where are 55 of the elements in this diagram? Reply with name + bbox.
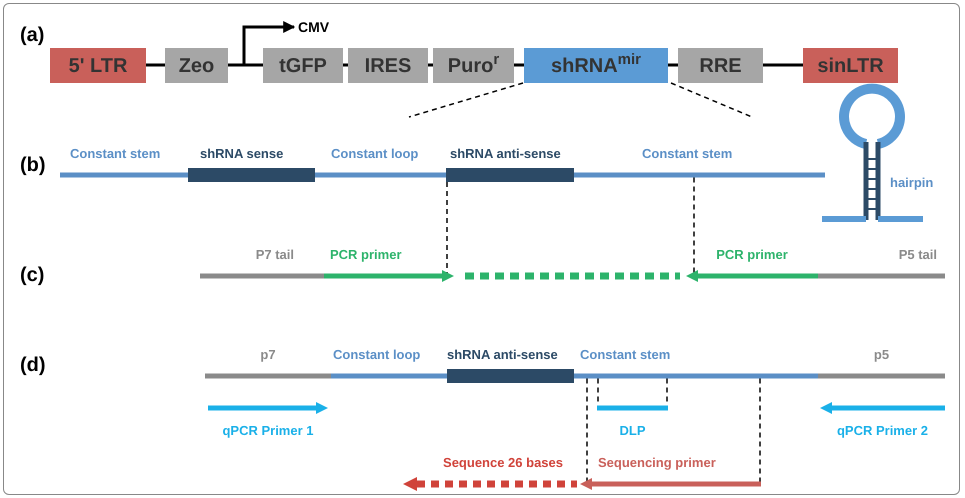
gene-label: 5' LTR [68, 54, 128, 78]
backbone-line [428, 64, 433, 66]
dashed-line [446, 182, 448, 274]
panel-label: (b) [20, 153, 46, 178]
segment-label: Constant stem [580, 347, 670, 362]
gene-box [524, 48, 668, 83]
segment-label: Constant stem [642, 146, 732, 161]
gene-label: shRNA$^{mir}$ [550, 50, 641, 78]
segment-label: qPCR Primer 2 [836, 423, 928, 438]
backbone-line [763, 64, 803, 66]
backbone-line [228, 64, 263, 66]
panel-label: (d) [20, 353, 46, 378]
hairpin-label: hairpin [890, 174, 934, 192]
gene-label: sinLTR [817, 54, 884, 78]
dashed-line [586, 378, 588, 482]
dashed-line [670, 82, 752, 118]
segment-label: Sequencing primer [598, 455, 716, 470]
dashed-line [759, 378, 761, 482]
segment-label: DLP [620, 423, 646, 438]
gene-box [803, 48, 898, 83]
segment-label: PCR primer [716, 247, 788, 262]
dashed-line [408, 82, 524, 118]
gene-label: Zeo [178, 54, 214, 78]
gene-box [165, 48, 228, 83]
gene-label: RRE [699, 54, 742, 78]
segment-label: shRNA anti-sense [447, 347, 558, 362]
segment-label: p7 [260, 347, 276, 362]
backbone-line [668, 64, 678, 66]
backbone-line [343, 64, 348, 66]
gene-box [348, 48, 428, 83]
segment-label: shRNA sense [200, 146, 284, 161]
segment-label: PCR primer [330, 247, 402, 262]
segment-label: qPCR Primer 1 [222, 423, 314, 438]
gene-box [678, 48, 763, 83]
backbone-line [146, 64, 165, 66]
segment-label: Constant stem [70, 146, 160, 161]
promoter-label: CMV [298, 19, 330, 35]
gene-label: IRES [364, 54, 412, 78]
gene-box [50, 48, 146, 83]
segment-label: P7 tail [256, 247, 294, 262]
panel-label: (a) [20, 23, 44, 48]
backbone-line [514, 64, 524, 66]
gene-box [433, 48, 514, 83]
gene-label: Puro$^{r}$ [448, 50, 500, 78]
promoter-arrow [242, 21, 296, 65]
segment-label: Constant loop [333, 347, 420, 362]
gene-label: tGFP [279, 54, 327, 78]
segment-label: Constant loop [331, 146, 418, 161]
segment-label: P5 tail [898, 247, 937, 262]
segment-label: shRNA anti-sense [450, 146, 561, 161]
dashed-line [693, 178, 695, 274]
segment-label: Sequence 26 bases [443, 455, 563, 470]
gene-box [263, 48, 343, 83]
panel-label: (c) [20, 263, 44, 288]
segment-label: p5 [874, 347, 890, 362]
